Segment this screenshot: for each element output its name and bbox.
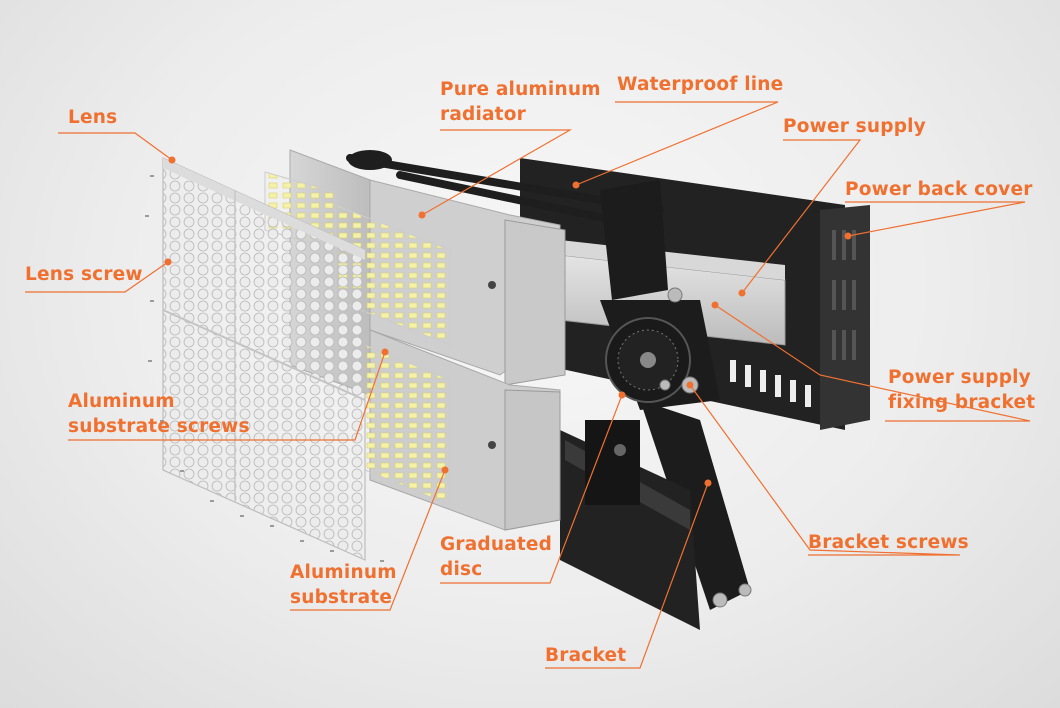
callout-pure-aluminum-radiator: Pure aluminum radiator	[440, 77, 601, 127]
callout-aluminum-substrate-screws-line-2: substrate screws	[68, 416, 250, 437]
graduated-disc	[605, 317, 691, 403]
callout-bracket-screws-line-1: Bracket screws	[808, 532, 969, 553]
callout-lens-screw: Lens screw	[25, 262, 143, 287]
callout-power-supply-fixing-bracket-line-2: fixing bracket	[888, 392, 1036, 413]
callout-graduated-disc-line-2: disc	[440, 559, 483, 580]
callout-aluminum-substrate-line-1: Aluminum	[290, 562, 397, 583]
callout-waterproof-line-line-1: Waterproof line	[617, 74, 784, 95]
callout-bracket: Bracket	[545, 643, 626, 668]
callout-lens-screw-line-1: Lens screw	[25, 264, 143, 285]
callout-aluminum-substrate-screws: Aluminum substrate screws	[68, 389, 250, 439]
callout-bracket-screws: Bracket screws	[808, 530, 969, 555]
callout-graduated-disc-line-1: Graduated	[440, 534, 553, 555]
callout-aluminum-substrate: Aluminum substrate	[290, 560, 397, 610]
callout-aluminum-substrate-screws-line-1: Aluminum	[68, 391, 175, 412]
callout-power-supply: Power supply	[783, 114, 926, 139]
callout-graduated-disc: Graduated disc	[440, 532, 552, 582]
callout-lens-line-1: Lens	[68, 107, 118, 128]
callout-lens: Lens	[68, 105, 117, 130]
lens-panels	[162, 157, 366, 561]
callout-pure-aluminum-radiator-line-1: Pure aluminum	[440, 79, 601, 100]
callout-power-back-cover-line-1: Power back cover	[845, 179, 1033, 200]
bracket-screws	[659, 287, 752, 608]
callout-power-back-cover: Power back cover	[845, 177, 1033, 202]
leader-lines	[25, 101, 1031, 669]
callout-pure-aluminum-radiator-line-2: radiator	[440, 104, 526, 125]
leader-dots	[164, 156, 852, 487]
lens-screws	[145, 175, 384, 562]
callout-power-supply-line-1: Power supply	[783, 116, 926, 137]
callout-aluminum-substrate-line-2: substrate	[290, 587, 393, 608]
callout-power-supply-fixing-bracket: Power supply fixing bracket	[888, 365, 1035, 415]
callout-power-supply-fixing-bracket-line-1: Power supply	[888, 367, 1031, 388]
callout-bracket-line-1: Bracket	[545, 645, 627, 666]
callout-waterproof-line: Waterproof line	[617, 72, 783, 97]
